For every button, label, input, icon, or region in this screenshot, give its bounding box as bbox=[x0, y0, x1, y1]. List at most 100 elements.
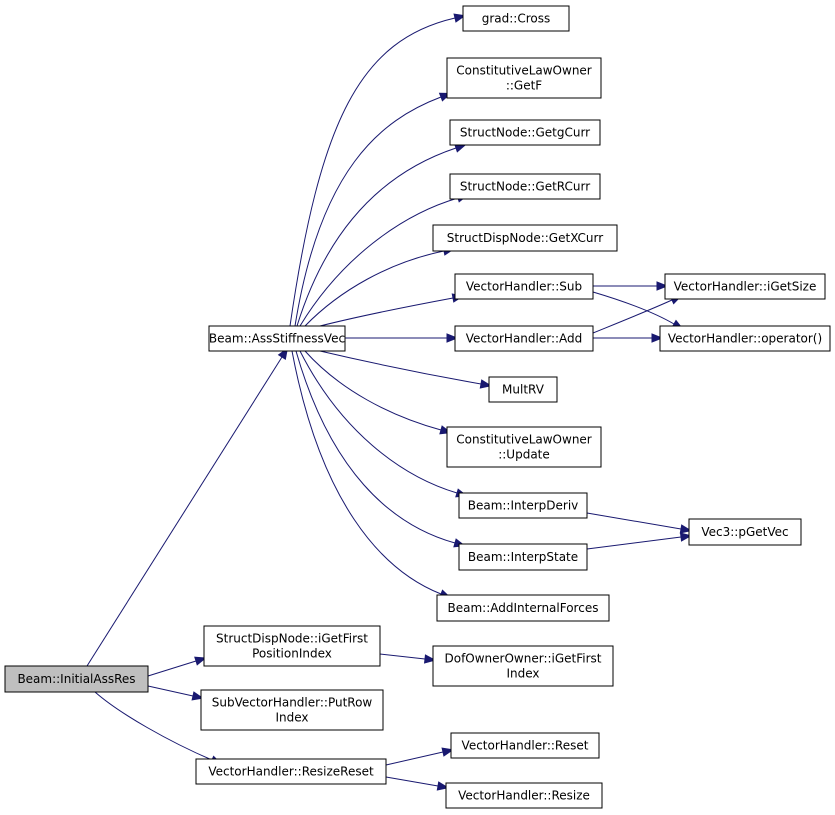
node-label: ConstitutiveLawOwner bbox=[456, 64, 592, 78]
node-box bbox=[195, 758, 387, 785]
node-getrcurr[interactable]: StructNode::GetRCurr bbox=[449, 173, 601, 200]
node-box bbox=[454, 325, 594, 352]
edge-initialassres-to-putrowindex bbox=[147, 685, 205, 701]
edge-arrowhead bbox=[194, 656, 207, 666]
node-igetsize[interactable]: VectorHandler::iGetSize bbox=[664, 273, 826, 300]
edge-assstiffnessvec-to-multrv bbox=[319, 350, 493, 389]
edge-assstiffnessvec-to-interpderiv bbox=[299, 350, 468, 498]
node-box bbox=[688, 518, 802, 546]
node-cross[interactable]: grad::Cross bbox=[462, 5, 570, 32]
node-label: VectorHandler::Add bbox=[466, 332, 583, 346]
edge-line bbox=[379, 653, 426, 660]
node-add[interactable]: VectorHandler::Add bbox=[454, 325, 594, 352]
nodes-layer: Beam::InitialAssRes Beam::AssStiffnessVec… bbox=[4, 5, 831, 809]
edge-arrowhead bbox=[191, 691, 205, 701]
node-label: Beam::AssStiffnessVec bbox=[209, 332, 345, 346]
node-box bbox=[449, 173, 601, 200]
node-operator[interactable]: VectorHandler::operator() bbox=[659, 325, 831, 352]
edge-line bbox=[586, 512, 682, 530]
node-label: VectorHandler::Resize bbox=[458, 789, 590, 803]
node-reset[interactable]: VectorHandler::Reset bbox=[450, 732, 600, 759]
edge-assstiffnessvec-to-getxcurr bbox=[304, 246, 456, 327]
node-sub[interactable]: VectorHandler::Sub bbox=[454, 273, 594, 300]
node-box bbox=[462, 5, 570, 32]
node-label: SubVectorHandler::PutRow bbox=[212, 696, 373, 710]
node-interpderiv[interactable]: Beam::InterpDeriv bbox=[458, 492, 588, 519]
edge-add-to-operator bbox=[593, 333, 664, 343]
node-update[interactable]: ConstitutiveLawOwner::Update bbox=[446, 426, 602, 468]
node-box bbox=[200, 689, 384, 731]
node-label: VectorHandler::Reset bbox=[462, 739, 589, 753]
node-label: MultRV bbox=[502, 383, 545, 397]
edge-interpstate-to-pgetvec bbox=[586, 532, 693, 550]
edge-arrowhead bbox=[651, 333, 664, 343]
node-label: Index bbox=[275, 711, 308, 725]
node-box bbox=[446, 426, 602, 468]
node-label: Vec3::pGetVec bbox=[701, 525, 788, 539]
edge-igetfirstpositionindex-to-igetfirstindex bbox=[379, 653, 437, 664]
node-resize[interactable]: VectorHandler::Resize bbox=[445, 782, 603, 809]
edge-line bbox=[385, 751, 444, 766]
edge-initialassres-to-igetfirstpositionindex bbox=[147, 656, 207, 677]
node-label: VectorHandler::Sub bbox=[466, 280, 582, 294]
node-box bbox=[4, 665, 149, 693]
edge-line bbox=[592, 299, 673, 334]
node-box bbox=[436, 594, 610, 622]
node-box bbox=[203, 625, 381, 667]
node-box bbox=[445, 782, 603, 809]
node-box bbox=[454, 273, 594, 300]
node-box bbox=[488, 376, 558, 403]
node-multrv[interactable]: MultRV bbox=[488, 376, 558, 403]
node-label: ::GetF bbox=[506, 79, 542, 93]
node-getf[interactable]: ConstitutiveLawOwner::GetF bbox=[446, 57, 602, 99]
edge-interpderiv-to-pgetvec bbox=[586, 512, 693, 534]
node-label: VectorHandler::ResizeReset bbox=[208, 765, 374, 779]
edge-line bbox=[147, 660, 197, 677]
edge-arrowhead bbox=[436, 781, 450, 791]
node-assstiffnessvec[interactable]: Beam::AssStiffnessVec bbox=[208, 325, 346, 352]
node-addinternalforces[interactable]: Beam::AddInternalForces bbox=[436, 594, 610, 622]
edge-line bbox=[147, 685, 194, 697]
node-label: Beam::InitialAssRes bbox=[17, 672, 135, 686]
edge-arrowhead bbox=[423, 654, 437, 664]
node-label: Beam::InterpState bbox=[468, 550, 578, 564]
edge-line bbox=[86, 356, 283, 667]
node-box bbox=[432, 645, 614, 687]
edge-resizereset-to-reset bbox=[385, 747, 455, 766]
node-box bbox=[446, 57, 602, 99]
node-getgcurr[interactable]: StructNode::GetgCurr bbox=[449, 119, 601, 146]
edge-arrowhead bbox=[441, 747, 455, 757]
edge-line bbox=[94, 691, 213, 761]
edge-arrowhead bbox=[453, 13, 467, 23]
edge-arrowhead bbox=[679, 532, 693, 542]
node-label: ::Update bbox=[498, 448, 550, 462]
edge-arrowhead bbox=[679, 524, 693, 534]
edge-arrowhead bbox=[479, 379, 493, 389]
node-resizereset[interactable]: VectorHandler::ResizeReset bbox=[195, 758, 387, 785]
edge-line bbox=[289, 17, 456, 327]
node-label: Beam::InterpDeriv bbox=[468, 499, 579, 513]
node-label: grad::Cross bbox=[482, 12, 551, 26]
node-label: VectorHandler::operator() bbox=[668, 332, 822, 346]
edge-resizereset-to-resize bbox=[385, 776, 450, 791]
edge-line bbox=[385, 776, 439, 787]
node-interpstate[interactable]: Beam::InterpState bbox=[458, 543, 588, 571]
node-box bbox=[432, 224, 618, 252]
node-box bbox=[659, 325, 831, 352]
node-label: ConstitutiveLawOwner bbox=[456, 433, 592, 447]
edge-line bbox=[295, 350, 456, 544]
node-box bbox=[458, 492, 588, 519]
node-getxcurr[interactable]: StructDispNode::GetXCurr bbox=[432, 224, 618, 252]
node-label: StructNode::GetRCurr bbox=[460, 180, 590, 194]
edge-assstiffnessvec-to-addinternalforces bbox=[291, 350, 452, 599]
node-label: Index bbox=[506, 667, 539, 681]
node-label: StructNode::GetgCurr bbox=[460, 126, 590, 140]
node-label: PositionIndex bbox=[252, 647, 332, 661]
node-pgetvec[interactable]: Vec3::pGetVec bbox=[688, 518, 802, 546]
edge-arrowhead bbox=[656, 281, 669, 291]
node-initialassres[interactable]: Beam::InitialAssRes bbox=[4, 665, 149, 693]
edge-initialassres-to-assstiffnessvec bbox=[86, 347, 289, 667]
